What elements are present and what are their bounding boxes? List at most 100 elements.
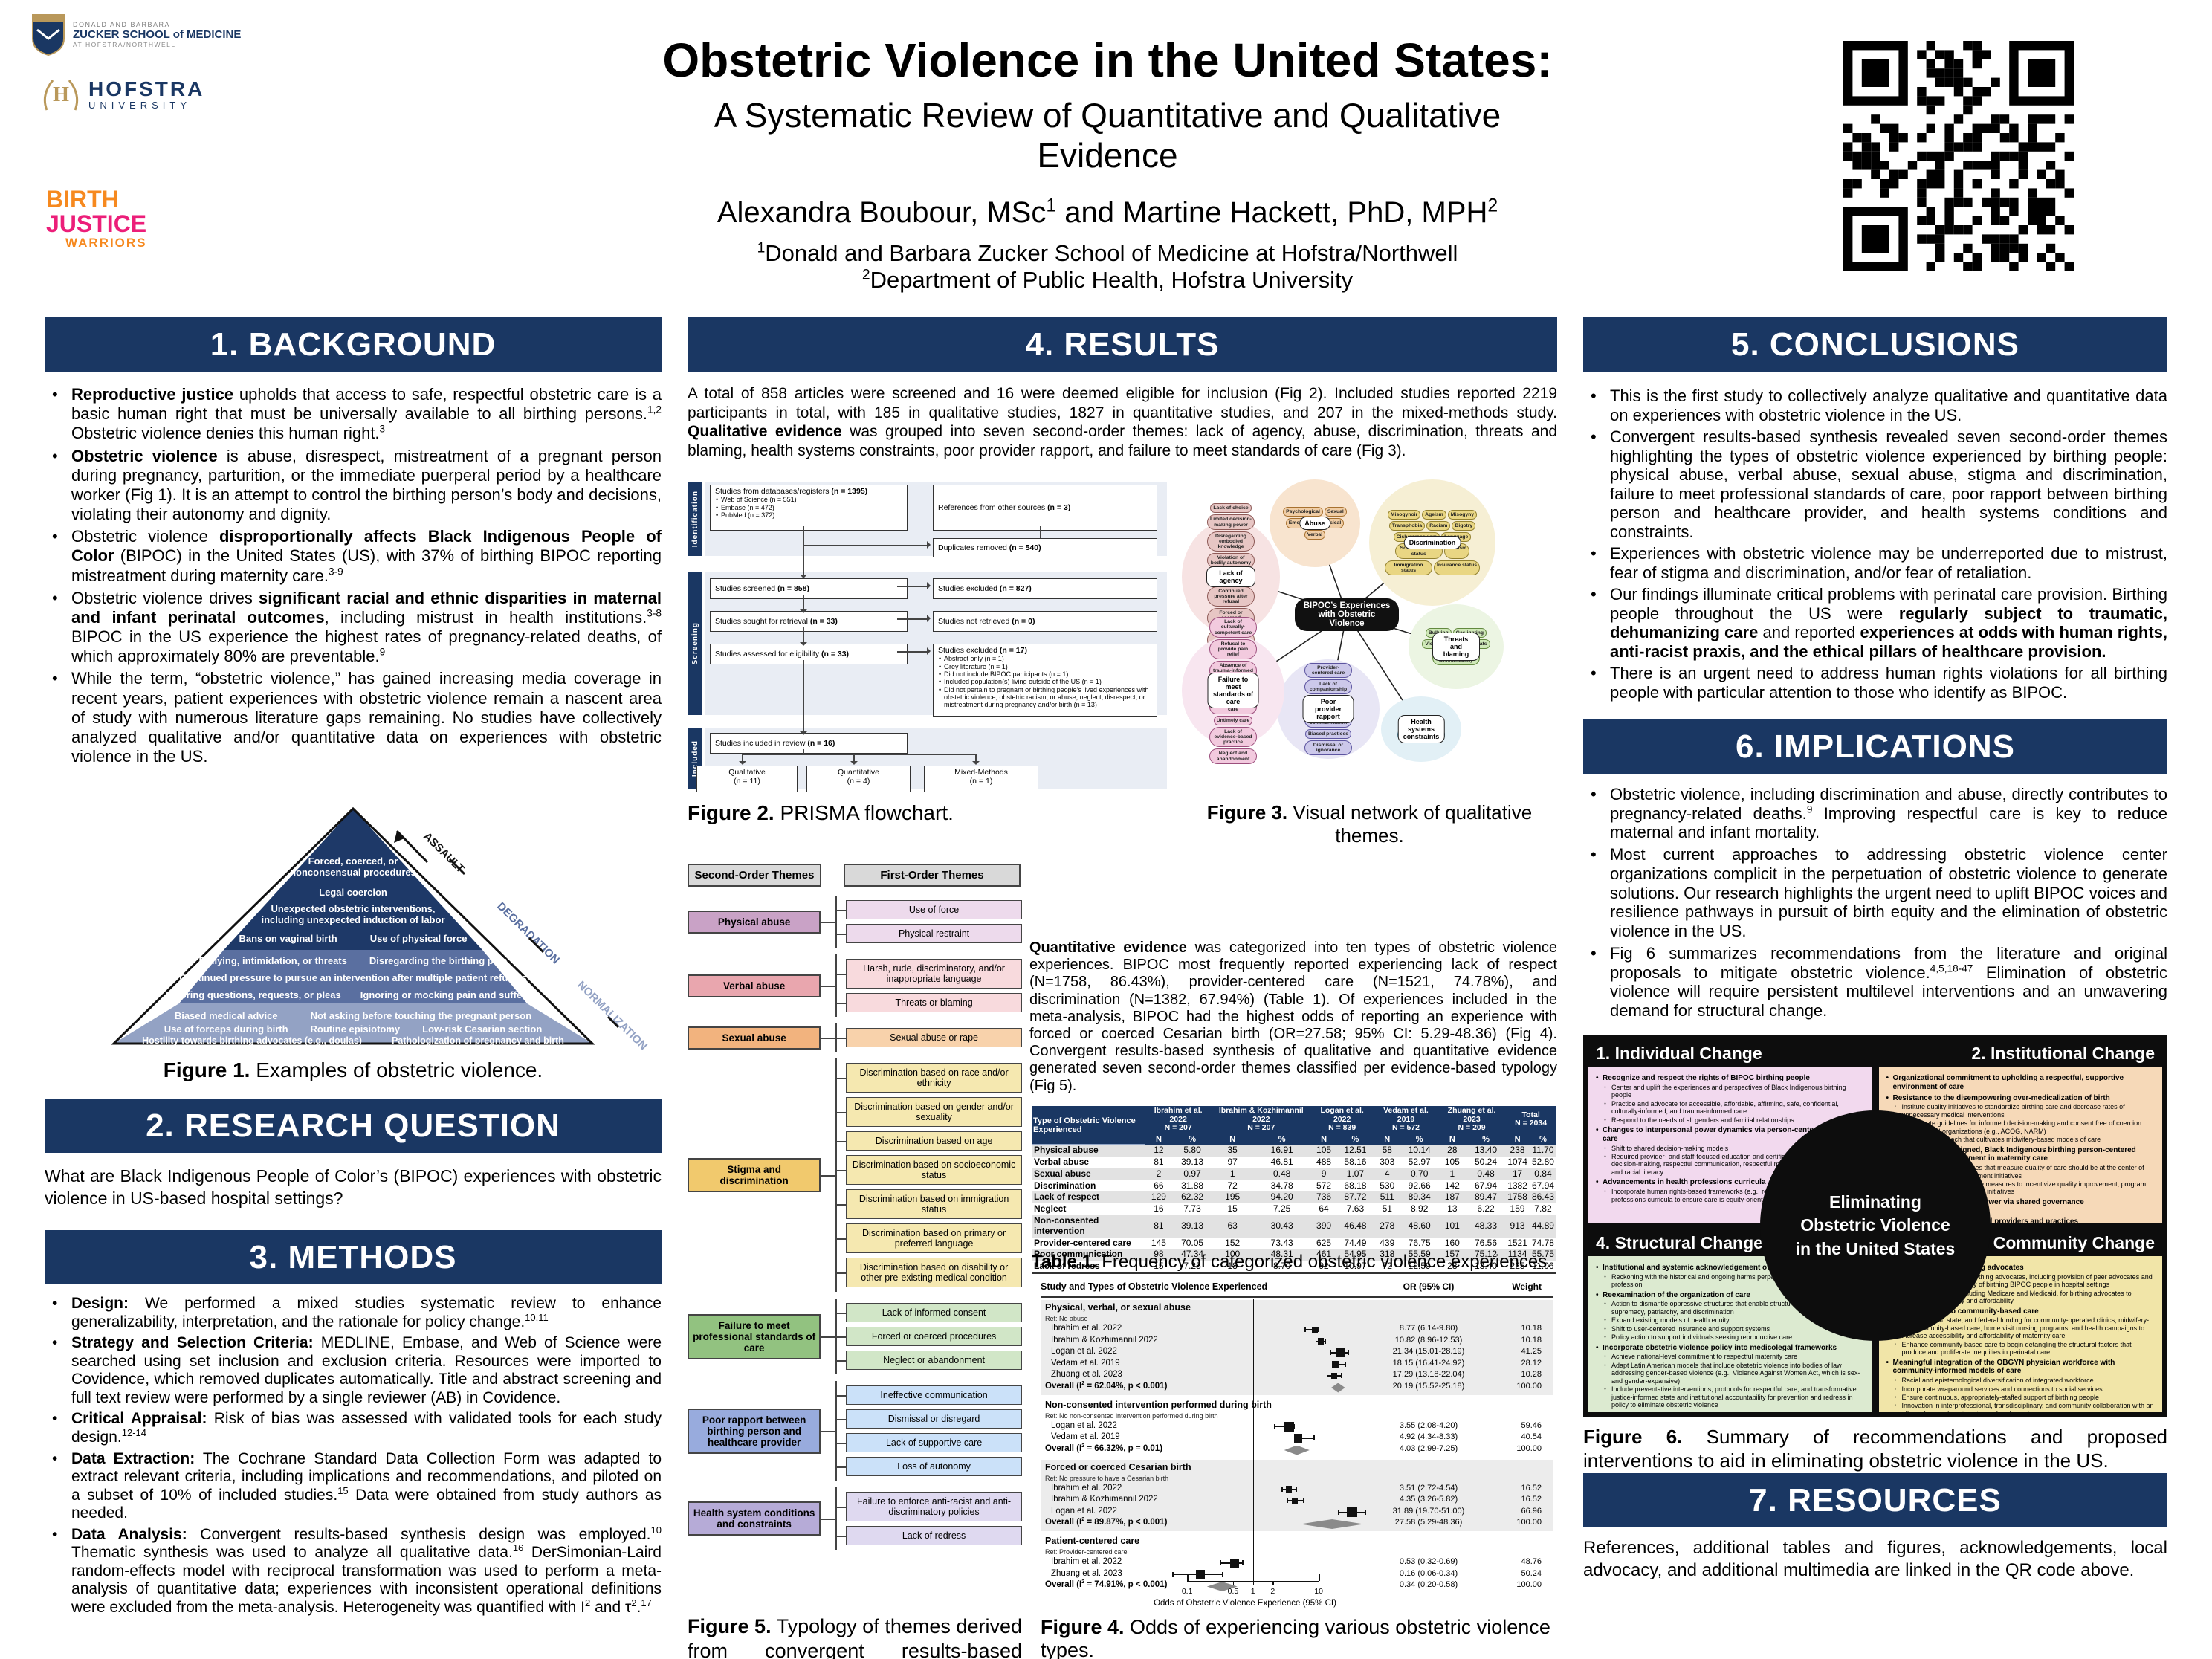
prisma-box-assessed: Studies assessed for eligibility (n = 33… [710, 644, 908, 664]
forest-or-text: 3.51 (2.72-4.54) [1399, 1483, 1458, 1493]
network-satellite: Misogyny [1447, 510, 1478, 520]
figure5-typology: Second-Order Themes First-Order Themes P… [688, 864, 1022, 1556]
fig5-second-order-theme: Stigma and discrimination [688, 1158, 821, 1192]
network-cluster-2: PsychologicalSexualEmotionalPhysicalVerb… [1270, 479, 1360, 567]
forest-weight: 66.96 [1521, 1506, 1542, 1516]
forest-study-name: Ibrahim et al. 2022 [1051, 1557, 1122, 1566]
line: Grey literature (n = 1) [938, 663, 1152, 671]
forest-marker [1332, 1360, 1339, 1368]
forest-group-name: Physical, verbal, or sexual abuse [1045, 1302, 1191, 1313]
hofstra-sub: UNIVERSITY [88, 99, 192, 111]
fig6-subitem: Include preventative interventions, prot… [1604, 1385, 1866, 1409]
bullet-item: Strategy and Selection Criteria: MEDLINE… [45, 1334, 662, 1407]
network-satellite: Refusal to provide pain relief [1209, 638, 1257, 660]
fig6-subitem: Enhance community-based care to begin de… [1895, 1341, 2156, 1356]
forest-group-band [1041, 1459, 1553, 1531]
hofstra-emblem-icon: H [43, 80, 79, 111]
forest-marker [1196, 1570, 1206, 1579]
bullet-item: Obstetric violence, including discrimina… [1583, 785, 2167, 842]
forest-weight: 16.52 [1521, 1483, 1542, 1493]
network-satellite: Untimely care [1213, 715, 1253, 726]
forest-weight: 100.00 [1516, 1580, 1542, 1589]
table1-label-header: Type of Obstetric Violence Experienced [1032, 1106, 1145, 1145]
line: Web of Science (n = 551) [715, 496, 902, 504]
forest-weight: 10.18 [1521, 1324, 1542, 1333]
line: (n = 4) [847, 777, 870, 786]
pyramid-item: Low-risk Cesarian section [422, 1023, 543, 1035]
hofstra-name: HOFSTRA [88, 77, 205, 100]
forest-axis-tick [1252, 1581, 1255, 1585]
table1-subheader: % [1336, 1134, 1374, 1145]
forest-weight: 59.46 [1521, 1420, 1542, 1430]
resources-text: References, additional tables and figure… [1583, 1538, 2167, 1580]
network-hub: Threats and blaming [1432, 633, 1480, 661]
line: Included population(s) living outside of… [938, 678, 1152, 686]
forest-axis-endcap [1319, 1574, 1320, 1581]
table1-subheader: % [1400, 1134, 1438, 1145]
forest-weight: 28.12 [1521, 1358, 1542, 1368]
fig5-first-order-theme: Threats or blaming [836, 993, 1022, 1012]
section-research-question-header: 2. RESEARCH QUESTION [45, 1099, 662, 1153]
figure6-caption: Figure 6. Summary of recommendations and… [1583, 1426, 2167, 1472]
fig6-subitem: Required provider- and staff-focused edu… [1604, 1153, 1866, 1176]
forest-cap [1325, 1338, 1327, 1344]
fig6-quadrant-title: 1. Individual Change [1588, 1040, 1872, 1067]
table1-subheader: N [1145, 1134, 1173, 1145]
fig6-item: Incorporate obstetric violence policy in… [1596, 1344, 1866, 1353]
methods-bullets: Design: We performed a mix­ed studies sy… [45, 1295, 662, 1620]
network-cluster-5: Lack of redressPolicies not enforcedHeal… [1381, 696, 1461, 762]
hofstra-logo: H HOFSTRA UNIVERSITY [41, 74, 204, 114]
network-satellite: Lack of evidence-based practice [1209, 727, 1257, 748]
zucker-logo: DONALD AND BARBARA ZUCKER SCHOOL of MEDI… [31, 13, 241, 56]
table1-caption: Table 1. Frequency of categorized obstet… [1032, 1252, 1552, 1272]
forest-overall-diamond [1206, 1582, 1238, 1591]
poster-subtitle: A Systematic Review of Quantitative and … [714, 96, 1501, 175]
qr-code [1843, 41, 2074, 271]
line: Abstract only (n = 1) [938, 655, 1152, 663]
pyramid-item: Use of forceps during birth [164, 1023, 288, 1035]
conclusions-bullets: This is the first study to collectively … [1583, 387, 2167, 705]
forest-marker [1230, 1559, 1240, 1568]
authors: Alexandra Boubour, MSc1 and Martine Hack… [717, 195, 1498, 229]
forest-cap [1281, 1486, 1283, 1492]
network-satellite: Transphobia [1388, 521, 1426, 531]
forest-group-name: Non-consented intervention performed dur… [1045, 1399, 1272, 1410]
forest-overall-label: Overall (I2 = 89.87%, p < 0.001) [1045, 1516, 1168, 1527]
network-satellite: Biased practices [1304, 728, 1352, 739]
forest-cap [1273, 1423, 1275, 1429]
forest-or-text: 20.19 (15.52-25.18) [1392, 1381, 1465, 1391]
section-results-header: 4. RESULTS [688, 317, 1557, 372]
forest-or-header: OR (95% CI) [1403, 1281, 1455, 1292]
network-satellite: Continued pressure after refusal [1207, 586, 1255, 607]
zucker-line1: DONALD AND BARBARA [73, 21, 171, 29]
fig6-subitem: Shift to user-centered insurance and sup… [1604, 1325, 1866, 1333]
fig6-center-line: Obstetric Violence [1800, 1215, 1950, 1235]
line: Did not pertain to pregnant or birthing … [938, 686, 1152, 709]
forest-study-name: Ibrahim & Kozhimannil 2022 [1051, 1335, 1158, 1345]
fig5-first-order-theme: Physical restraint [836, 924, 1022, 943]
network-satellite: Lack of culturally-competent care [1209, 617, 1257, 638]
prisma-box-quantitative: Quantitative(n = 4) [806, 766, 911, 792]
fig5-first-order-theme: Forced or coerced procedures [836, 1327, 1022, 1346]
research-question-text: What are Black Indigenous People of Colo… [45, 1166, 662, 1208]
fig5-first-order-theme: Ineffective communication [836, 1385, 1022, 1405]
section-implications-header: 6. IMPLICATIONS [1583, 719, 2167, 774]
forest-study-name: Ibrahim et al. 2022 [1051, 1483, 1122, 1493]
network-hub: Discrimination [1403, 536, 1461, 549]
network-satellite: Lack of companionship [1304, 679, 1352, 695]
forest-study-name: Ibrahim et al. 2022 [1051, 1324, 1122, 1333]
fig6-item: Meaningful integration of the OBGYN phys… [1886, 1359, 2156, 1377]
forest-cap [1338, 1509, 1339, 1515]
forest-axis-tick [1232, 1581, 1235, 1585]
forest-cap [1293, 1423, 1296, 1429]
